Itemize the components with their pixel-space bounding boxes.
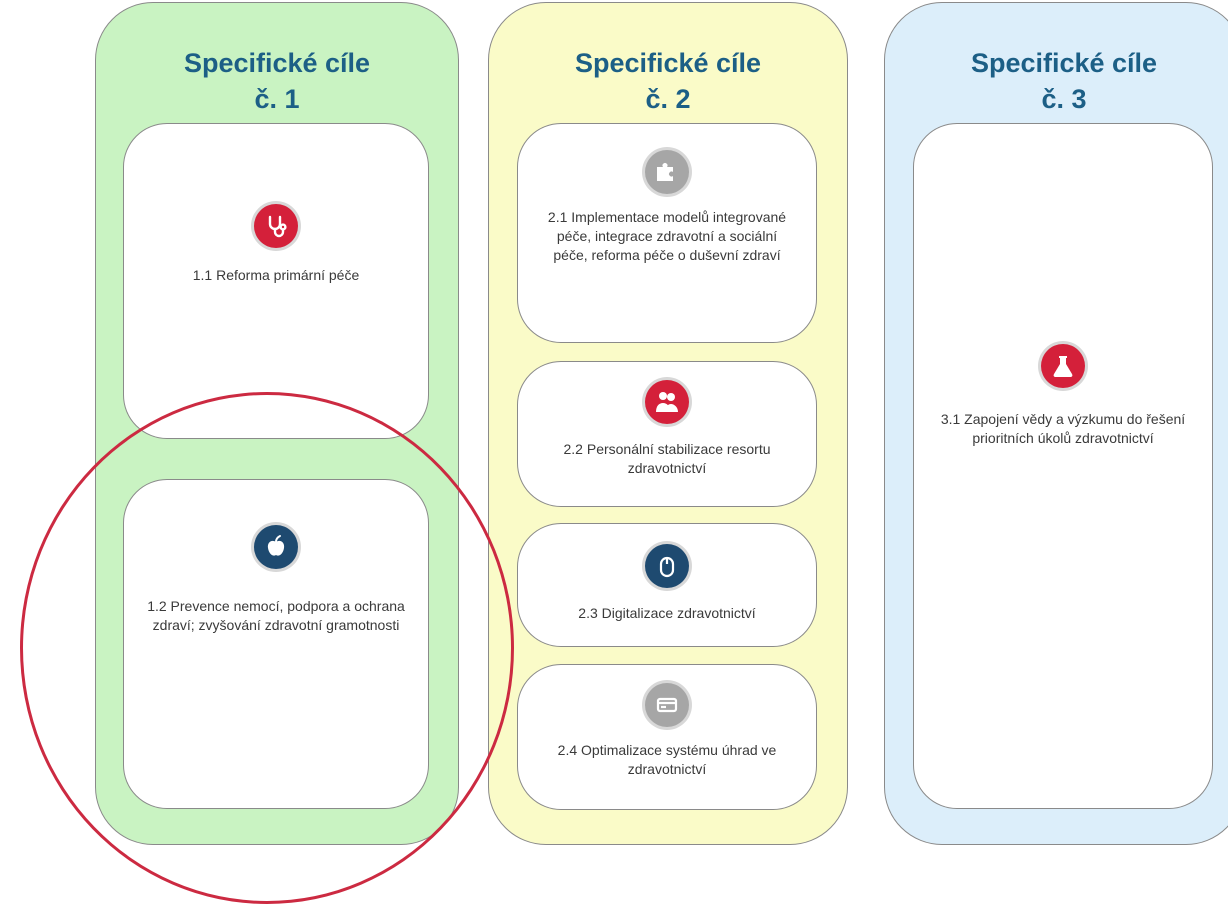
- goal-card-3-1: 3.1 Zapojení vědy a výzkumu do řešení pr…: [913, 123, 1213, 809]
- payment-card-icon: [645, 683, 689, 727]
- goal-card-text: 1.2 Prevence nemocí, podpora a ochrana z…: [147, 598, 405, 633]
- column-title-line1: Specifické cíle: [183, 48, 371, 78]
- flask-icon: [1041, 344, 1085, 388]
- goal-card-text: 1.1 Reforma primární péče: [192, 267, 360, 283]
- goal-card-text: 2.4 Optimalizace systému úhrad ve zdravo…: [557, 742, 777, 777]
- column-title-number: č. 2: [645, 84, 691, 114]
- goal-card-2-3: 2.3 Digitalizace zdravotnictví: [517, 523, 817, 647]
- column-title-number: č. 1: [254, 84, 300, 114]
- goal-card-text: 2.1 Implementace modelů integrované péče…: [547, 209, 787, 263]
- medical-staff-icon: [645, 380, 689, 424]
- puzzle-icon: [645, 150, 689, 194]
- column-title-line1: Specifické cíle: [574, 48, 762, 78]
- column-title-line1: Specifické cíle: [970, 48, 1158, 78]
- column-title: Specifické cíle č. 3: [885, 45, 1228, 117]
- computer-mouse-icon: [645, 544, 689, 588]
- column-title: Specifické cíle č. 2: [489, 45, 847, 117]
- stethoscope-icon: [254, 204, 298, 248]
- column-title-number: č. 3: [1041, 84, 1087, 114]
- apple-icon: [254, 525, 298, 569]
- column-title: Specifické cíle č. 1: [96, 45, 458, 117]
- goal-card-text: 2.2 Personální stabilizace resortu zdrav…: [563, 441, 771, 476]
- goal-card-text: 2.3 Digitalizace zdravotnictví: [578, 605, 756, 621]
- goal-card-2-1: 2.1 Implementace modelů integrované péče…: [517, 123, 817, 343]
- goal-card-2-2: 2.2 Personální stabilizace resortu zdrav…: [517, 361, 817, 507]
- goal-card-2-4: 2.4 Optimalizace systému úhrad ve zdravo…: [517, 664, 817, 810]
- goal-card-1-1: 1.1 Reforma primární péče: [123, 123, 429, 439]
- goal-card-text: 3.1 Zapojení vědy a výzkumu do řešení pr…: [940, 411, 1186, 446]
- goal-card-1-2: 1.2 Prevence nemocí, podpora a ochrana z…: [123, 479, 429, 809]
